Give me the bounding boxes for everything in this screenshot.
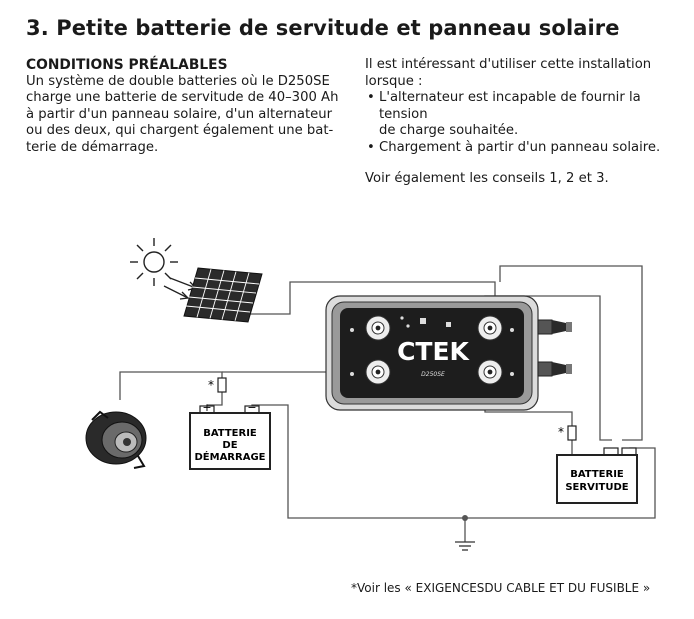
battery-label: DE: [222, 440, 237, 451]
text-line: lorsque :: [365, 73, 423, 89]
fuse-marker: *: [208, 378, 214, 392]
text-line: à partir d'un panneau solaire, d'un alte…: [26, 106, 333, 122]
terminal: [365, 315, 391, 341]
sun-rays: [163, 277, 198, 300]
bullet-item: Chargement à partir d'un panneau solaire…: [365, 140, 690, 157]
text-line: charge une batterie de servitude de 40–3…: [26, 90, 339, 106]
battery-label: BATTERIE: [570, 469, 624, 480]
solar-return-wire: [499, 265, 643, 441]
terminal: [477, 359, 503, 385]
alternator-icon: [85, 410, 147, 469]
text-line: Il est intéressant d'utiliser cette inst…: [365, 57, 652, 72]
ground-symbol: [455, 515, 475, 551]
battery-label: BATTERIE: [203, 428, 257, 439]
prerequisites-section: CONDITIONS PRÉALABLES Un système de doub…: [26, 57, 356, 157]
text-line: Chargement à partir d'un panneau solaire…: [379, 139, 661, 155]
text-line: terie de démarrage.: [26, 139, 159, 155]
negative-sign: −: [247, 401, 256, 414]
terminal: [477, 315, 503, 341]
usage-section: Il est intéressant d'utiliser cette inst…: [365, 57, 690, 187]
footnote: *Voir les « EXIGENCESDU CABLE ET DU FUSI…: [351, 581, 651, 595]
see-also-text: Voir également les conseils 1, 2 et 3.: [365, 170, 609, 186]
prerequisites-heading: CONDITIONS PRÉALABLES: [26, 57, 228, 73]
fuse-marker: *: [558, 425, 564, 439]
battery-label: DÉMARRAGE: [194, 450, 265, 463]
terminal: [365, 359, 391, 385]
bullet-item: L'alternateur est incapable de fournir l…: [365, 90, 690, 140]
ctek-charger: CTEK D250SE: [325, 295, 572, 411]
fuse-icon: *: [208, 377, 227, 393]
start-battery: + − BATTERIE DE DÉMARRAGE: [189, 401, 271, 470]
service-battery: BATTERIE SERVITUDE: [556, 447, 638, 504]
text-line: L'alternateur est incapable de fournir l…: [379, 90, 641, 122]
page-title: 3. Petite batterie de servitude et panne…: [26, 16, 620, 40]
text-line: Un système de double batteries où le D25…: [26, 73, 330, 89]
model-label: D250SE: [421, 371, 445, 378]
prerequisites-text: Un système de double batteries où le D25…: [26, 74, 356, 157]
wiring-diagram: CTEK D250SE + − BATTERIE DE DÉMARRAGE: [85, 238, 656, 551]
solar-wire: [238, 281, 496, 320]
text-line: ou des deux, qui chargent également une …: [26, 123, 334, 139]
sun-icon: [130, 238, 178, 286]
usage-intro: Il est intéressant d'utiliser cette inst…: [365, 57, 690, 90]
fuse-icon: *: [558, 425, 577, 441]
battery-label: SERVITUDE: [565, 482, 628, 493]
usage-bullet-list: L'alternateur est incapable de fournir l…: [365, 90, 690, 156]
solar-panel-icon: [183, 267, 263, 323]
positive-sign: +: [202, 401, 211, 414]
text-line: de charge souhaitée.: [379, 123, 519, 139]
cable-gland: [537, 319, 572, 377]
brand-logo: CTEK: [397, 337, 470, 366]
